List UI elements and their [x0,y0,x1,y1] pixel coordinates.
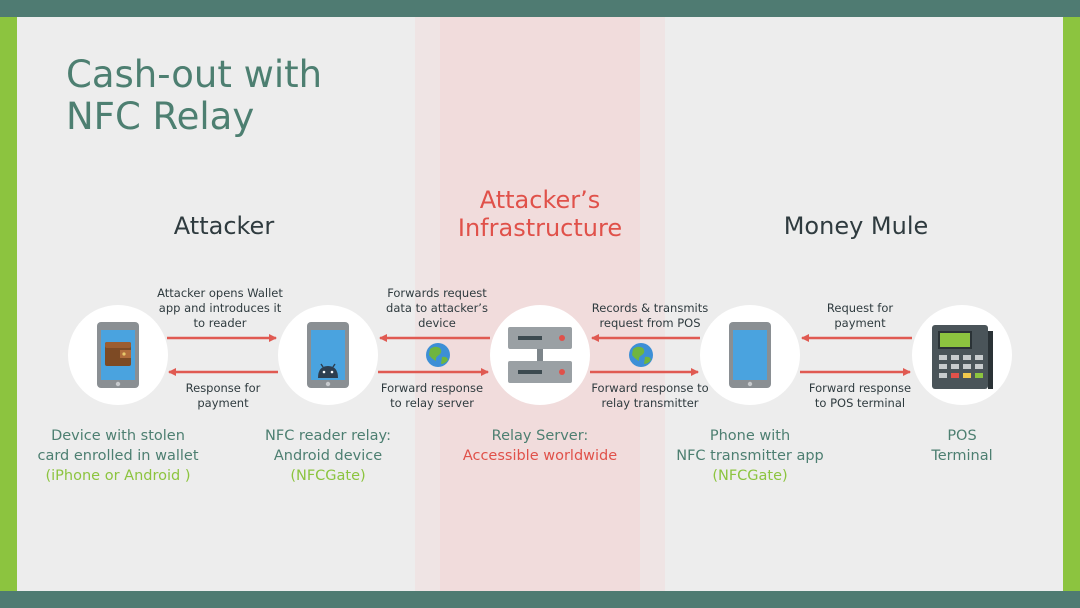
globe-icon [426,343,450,367]
section-infrastructure-line-2: Infrastructure [457,214,623,242]
section-attacker: Attacker [173,212,275,240]
caption-line: Device with stolen [51,428,185,444]
label-pos-to-phone: Request for payment [790,301,930,331]
label-line: Records & transmits [591,301,709,315]
caption-line: NFC transmitter app [676,448,824,464]
infrastructure-band [440,17,640,591]
wallet-phone-icon [97,322,139,388]
node-reader [278,305,378,405]
caption-line: (NFCGate) [712,468,788,484]
globe-icon [629,343,653,367]
label-line: Request for [826,301,894,315]
label-line: device [418,316,456,330]
label-line: data to attacker’s [386,301,488,315]
caption-line: POS [947,428,977,444]
server-icon [508,327,572,383]
bottom-band [0,591,1080,608]
caption-line: Relay Server: [491,428,589,444]
caption-server: Relay Server: Accessible worldwide [440,426,640,466]
label-device-to-reader: Attacker opens Wallet app and introduces… [150,286,290,331]
label-reader-to-device: Response for payment [153,381,293,411]
label-phone-to-server: Records & transmits request from POS [575,301,725,331]
caption-line: card enrolled in wallet [37,448,199,464]
label-line: request from POS [599,316,701,330]
label-phone-to-pos: Forward response to POS terminal [790,381,930,411]
title-line-1: Cash-out with [66,53,323,96]
label-line: payment [834,316,886,330]
top-band [0,0,1080,17]
label-reader-to-server: Forward response to relay server [362,381,502,411]
label-line: Attacker opens Wallet [157,286,283,300]
label-line: Forwards request [387,286,487,300]
label-line: Forward response [380,381,484,395]
node-pos [912,305,1012,405]
caption-line: (NFCGate) [290,468,366,484]
label-line: to relay server [390,396,474,410]
label-line: app and introduces it [158,301,282,315]
caption-line: (iPhone or Android ) [45,468,191,484]
node-phone [700,305,800,405]
caption-line: NFC reader relay: [265,428,391,444]
caption-line: Terminal [931,448,993,464]
label-line: to POS terminal [814,396,906,410]
android-tablet-icon [307,322,349,388]
caption-line: Accessible worldwide [462,448,618,464]
title-line-2: NFC Relay [66,95,255,138]
label-line: Forward response [808,381,912,395]
pos-terminal-icon [932,325,993,389]
right-accent-bar [1063,17,1080,591]
label-server-to-phone: Forward response to relay transmitter [575,381,725,411]
label-line: Response for [185,381,261,395]
caption-line: Android device [273,448,383,464]
section-money-mule: Money Mule [783,212,929,240]
label-line: to reader [193,316,247,330]
label-line: relay transmitter [601,396,699,410]
caption-line: Phone with [709,428,791,444]
caption-reader: NFC reader relay: Android device (NFCGat… [230,426,426,486]
section-infrastructure: Attacker’s Infrastructure [430,186,650,242]
slide-title: Cash-out with NFC Relay [66,54,322,138]
label-line: Forward response to [591,381,709,395]
section-infrastructure-line-1: Attacker’s [479,186,601,214]
label-line: payment [197,396,249,410]
left-accent-bar [0,17,17,591]
phone-icon [729,322,771,388]
caption-device: Device with stolen card enrolled in wall… [18,426,218,486]
caption-pos: POS Terminal [902,426,1022,466]
node-device [68,305,168,405]
node-server [490,305,590,405]
label-server-to-reader: Forwards request data to attacker’s devi… [367,286,507,331]
caption-phone: Phone with NFC transmitter app (NFCGate) [650,426,850,486]
